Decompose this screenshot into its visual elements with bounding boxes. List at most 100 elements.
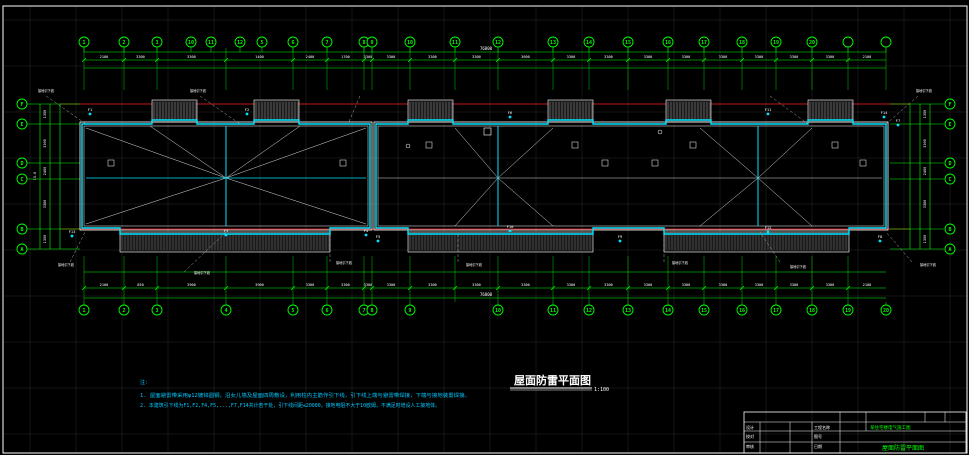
axis-bubble-top: 19 bbox=[770, 36, 782, 48]
axis-bubble-circle bbox=[366, 36, 378, 48]
axis-bubble-circle bbox=[842, 36, 854, 48]
roof-drain bbox=[405, 143, 411, 149]
dimension-text-top: 1700 bbox=[341, 55, 350, 59]
downconductor-mark bbox=[508, 229, 512, 233]
axis-bubble-circle bbox=[880, 36, 892, 48]
dimension-tick bbox=[495, 57, 501, 63]
axis-bubble-circle bbox=[944, 98, 956, 110]
downconductor-mark bbox=[70, 234, 74, 238]
axis-bubble-circle bbox=[492, 304, 504, 316]
axis-bubble-label: F bbox=[20, 102, 23, 108]
building-outline-east bbox=[373, 121, 889, 231]
dimension-text-bottom: 3300 bbox=[644, 283, 653, 287]
roof-ridge-line bbox=[757, 127, 813, 179]
dimension-text-bottom: 3300 bbox=[521, 283, 530, 287]
dimension-text-bottom: 3300 bbox=[604, 283, 613, 287]
axis-bubble-circle bbox=[16, 98, 28, 110]
axis-bubble-label: 5 bbox=[260, 40, 263, 46]
axis-bubble-label: 8 bbox=[370, 308, 373, 314]
dimension-text-top: 3300 bbox=[472, 55, 481, 59]
dimension-tick bbox=[121, 285, 127, 291]
downconductor-mark bbox=[376, 239, 380, 243]
axis-bubble-label: 6 bbox=[291, 40, 294, 46]
title-block-role-3: 审核 bbox=[746, 443, 754, 449]
axis-bubble-label: 12 bbox=[237, 40, 243, 46]
axis-bubble-circle bbox=[806, 304, 818, 316]
axis-bubble-circle bbox=[547, 36, 559, 48]
dimension-tick bbox=[701, 285, 707, 291]
axis-bubble-top bbox=[842, 36, 854, 48]
axis-bubble-top: 18 bbox=[736, 36, 748, 48]
dimension-text-left: 1350 bbox=[43, 235, 47, 244]
axis-bubble-bottom: 5 bbox=[287, 304, 299, 316]
axis-bubble-bottom: 13 bbox=[622, 304, 634, 316]
dimension-text-top: 3300 bbox=[826, 55, 835, 59]
dimension-tick bbox=[369, 285, 375, 291]
dimension-text-right: 1350 bbox=[923, 235, 927, 244]
dimension-tick bbox=[81, 57, 87, 63]
dimension-tick bbox=[739, 57, 745, 63]
dimension-tick bbox=[223, 57, 229, 63]
downconductor-mark bbox=[878, 239, 882, 243]
axis-bubble-label: 1 bbox=[82, 308, 85, 314]
axis-bubble-circle bbox=[78, 304, 90, 316]
axis-bubble-circle bbox=[16, 118, 28, 130]
axis-bubble-top: 11 bbox=[449, 36, 461, 48]
axis-bubble-label: D bbox=[20, 161, 23, 167]
dimension-tick bbox=[121, 57, 127, 63]
roof-vent bbox=[689, 141, 697, 149]
notes-block: 注： 1. 屋面避雷带采用φ12镀锌圆钢，沿女儿墙及屋面四周敷设，利用柱内主筋作… bbox=[140, 379, 470, 409]
ground-conductor-label: 接地引下线 bbox=[336, 260, 353, 265]
axis-bubble-label: 20 bbox=[883, 308, 889, 314]
axis-bubble-label: 3 bbox=[155, 40, 158, 46]
dimension-text-bottom: 2100 bbox=[863, 283, 872, 287]
axis-bubble-label: 11 bbox=[208, 40, 214, 46]
ground-conductor-label: 接地引下线 bbox=[466, 262, 483, 267]
lightning-belt-west bbox=[81, 119, 371, 235]
leader-line bbox=[885, 95, 919, 125]
axis-bubble-right: D bbox=[944, 157, 956, 169]
axis-bubble-label: 16 bbox=[739, 308, 745, 314]
dimension-text-bottom: 3300 bbox=[826, 283, 835, 287]
roof-hatch bbox=[483, 127, 492, 136]
stair-block-top bbox=[151, 99, 198, 123]
downconductor-label: F4 bbox=[364, 228, 369, 233]
axis-bubble-circle bbox=[404, 36, 416, 48]
axis-bubble-left: E bbox=[16, 118, 28, 130]
roof-vent bbox=[651, 159, 659, 167]
dimension-tick bbox=[665, 57, 671, 63]
axis-bubble-top: 5 bbox=[256, 36, 268, 48]
downconductor-mark bbox=[245, 112, 249, 116]
axis-bubble-bottom: 9 bbox=[404, 304, 416, 316]
axis-bubble-circle bbox=[185, 36, 197, 48]
axis-bubble-bottom: 18 bbox=[806, 304, 818, 316]
leader-line bbox=[885, 231, 913, 263]
axis-bubble-circle bbox=[547, 304, 559, 316]
axis-bubble-top bbox=[880, 36, 892, 48]
axis-bubble-label: A bbox=[20, 247, 23, 253]
axis-bubble-top: 11 bbox=[205, 36, 217, 48]
roof-vent bbox=[339, 159, 347, 167]
dimension-tick bbox=[773, 57, 779, 63]
notes-heading: 注： bbox=[140, 379, 150, 386]
title-block-role-1: 设计 bbox=[746, 424, 754, 430]
axis-bubble-bottom: 14 bbox=[662, 304, 674, 316]
dimension-text-top: 3300 bbox=[428, 55, 437, 59]
title-block-field-2: 图号 bbox=[814, 433, 822, 439]
dimension-text-bottom: 850 bbox=[137, 283, 144, 287]
dimension-text-bottom: 3300 bbox=[387, 283, 396, 287]
axis-bubble-label: 13 bbox=[625, 308, 631, 314]
leader-line bbox=[769, 95, 809, 125]
axis-bubble-top: 17 bbox=[698, 36, 710, 48]
stair-block-top bbox=[407, 99, 454, 123]
stair-block-top bbox=[253, 99, 300, 123]
dimension-text-top: 3300 bbox=[604, 55, 613, 59]
axis-bubble-circle bbox=[583, 36, 595, 48]
downconductor-label: F14 bbox=[881, 110, 889, 115]
downconductor-label: F12 bbox=[765, 225, 772, 230]
title-block-project: 某住宅楼电气施工图 bbox=[870, 424, 911, 431]
dimension-tick bbox=[81, 285, 87, 291]
axis-bubble-top: 10 bbox=[404, 36, 416, 48]
